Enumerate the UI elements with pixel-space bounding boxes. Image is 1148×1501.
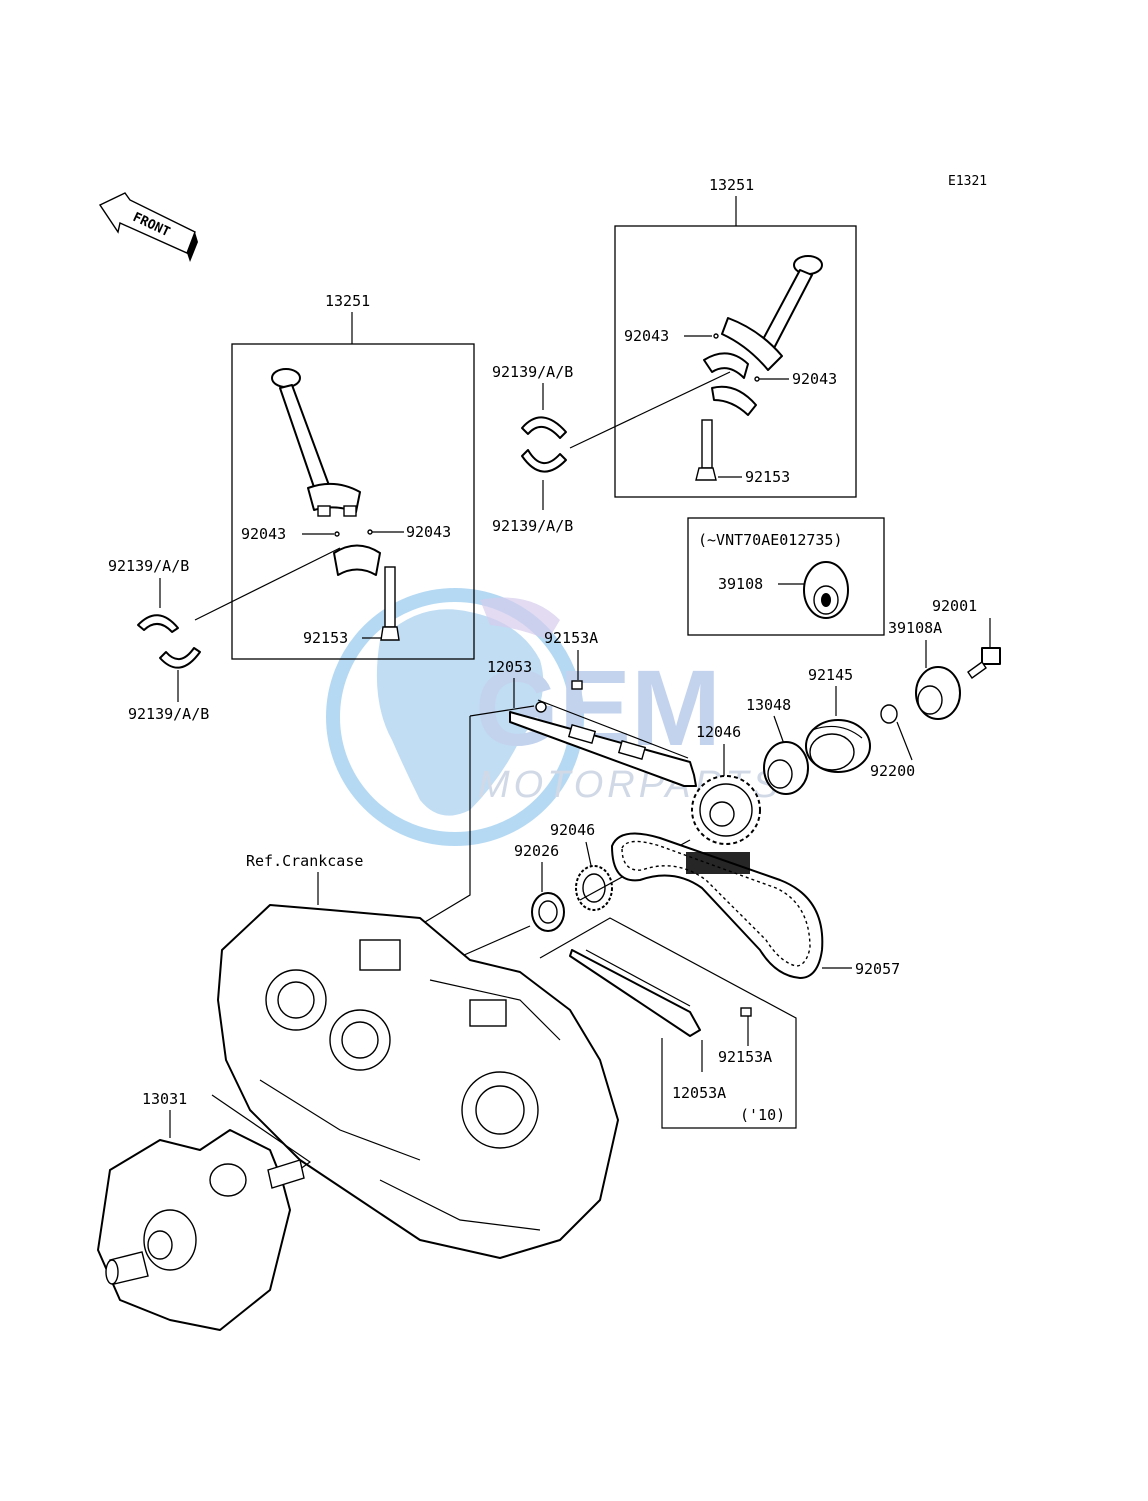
conrod-left-icon xyxy=(271,368,400,641)
guide-12053-icon xyxy=(509,711,697,787)
label-92057: 92057 xyxy=(855,960,900,978)
note-year: ('10) xyxy=(740,1106,785,1124)
washer-92200-icon xyxy=(880,704,898,724)
watermark-swoosh-icon xyxy=(480,597,560,640)
bearing-rings-left: 92139/A/B 92139/A/B xyxy=(108,547,341,723)
bearing-shell-icon xyxy=(521,416,567,439)
chain-links-icon xyxy=(686,852,750,874)
label-12053a: 12053A xyxy=(672,1084,726,1102)
bearing-shell-icon xyxy=(137,614,179,633)
label-92046: 92046 xyxy=(550,821,595,839)
label-92139-left-top: 92139/A/B xyxy=(108,557,189,575)
bolt-92001-icon xyxy=(967,647,1001,679)
conrod-right-icon xyxy=(695,255,823,481)
crankcase: Ref.Crankcase xyxy=(217,852,619,1259)
label-13251-left: 13251 xyxy=(325,292,370,310)
bolt-icon xyxy=(740,1007,752,1017)
label-92153a-top: 92153A xyxy=(544,629,598,647)
note-serial: (~VNT70AE012735) xyxy=(698,531,843,549)
diagram-code: E1321 xyxy=(948,174,987,189)
hub-13048-icon xyxy=(763,741,809,795)
label-92043-left-a: 92043 xyxy=(241,525,286,543)
label-92139-mid-top: 92139/A/B xyxy=(492,363,573,381)
conrod-assy-left: 13251 92043 92043 92153 xyxy=(231,292,475,660)
box-conrod-right xyxy=(614,225,857,498)
label-12046: 12046 xyxy=(696,723,741,741)
label-39108: 39108 xyxy=(718,575,763,593)
label-13031: 13031 xyxy=(142,1090,187,1108)
label-92043-right-a: 92043 xyxy=(624,327,669,345)
chain-guide-top: 12053 92153A xyxy=(419,629,697,926)
serial-note-box: (~VNT70AE012735) 39108 xyxy=(687,517,885,636)
label-92026: 92026 xyxy=(514,842,559,860)
bearing-shell-icon xyxy=(159,647,201,669)
chain-guide-bottom: 92153A 12053A ('10) xyxy=(539,917,797,1129)
crankshaft: 13031 xyxy=(97,1090,312,1331)
label-92001: 92001 xyxy=(932,597,977,615)
label-92139-left-bottom: 92139/A/B xyxy=(128,705,209,723)
label-92139-mid-bottom: 92139/A/B xyxy=(492,517,573,535)
label-92043-right-b: 92043 xyxy=(792,370,837,388)
watermark-globe-ring xyxy=(326,588,584,846)
label-13251-right: 13251 xyxy=(709,176,754,194)
sprocket-12046-icon xyxy=(691,775,761,845)
label-92043-left-b: 92043 xyxy=(406,523,451,541)
weight-39108-icon xyxy=(803,561,849,619)
bearing-rings-mid: 92139/A/B 92139/A/B xyxy=(492,363,731,535)
crankshaft-icon xyxy=(97,1129,305,1331)
label-ref-crankcase: Ref.Crankcase xyxy=(246,852,363,870)
guide-12053a-icon xyxy=(569,949,701,1037)
chain-92057: 92057 xyxy=(611,832,900,979)
weight-39108a-icon xyxy=(915,666,961,720)
spring-92145-icon xyxy=(805,719,871,773)
crankcase-icon xyxy=(217,904,619,1259)
label-92145: 92145 xyxy=(808,666,853,684)
label-13048: 13048 xyxy=(746,696,791,714)
label-39108a: 39108A xyxy=(888,619,942,637)
box-conrod-left xyxy=(231,343,475,660)
bearing-seal: 92046 92026 xyxy=(429,821,691,971)
label-92200: 92200 xyxy=(870,762,915,780)
watermark-continent-icon xyxy=(376,609,544,816)
hardware-right: 92001 39108A 92200 92145 13048 12046 xyxy=(691,597,1001,845)
bolt-icon xyxy=(571,680,583,690)
bearing-shell-icon xyxy=(521,449,567,473)
label-92153a-bottom: 92153A xyxy=(718,1048,772,1066)
label-92153-left: 92153 xyxy=(303,629,348,647)
front-arrow-icon: FRONT xyxy=(98,192,198,262)
label-92153-right: 92153 xyxy=(745,468,790,486)
label-12053: 12053 xyxy=(487,658,532,676)
conrod-assy-right: 13251 92043 92043 92153 xyxy=(614,176,857,498)
